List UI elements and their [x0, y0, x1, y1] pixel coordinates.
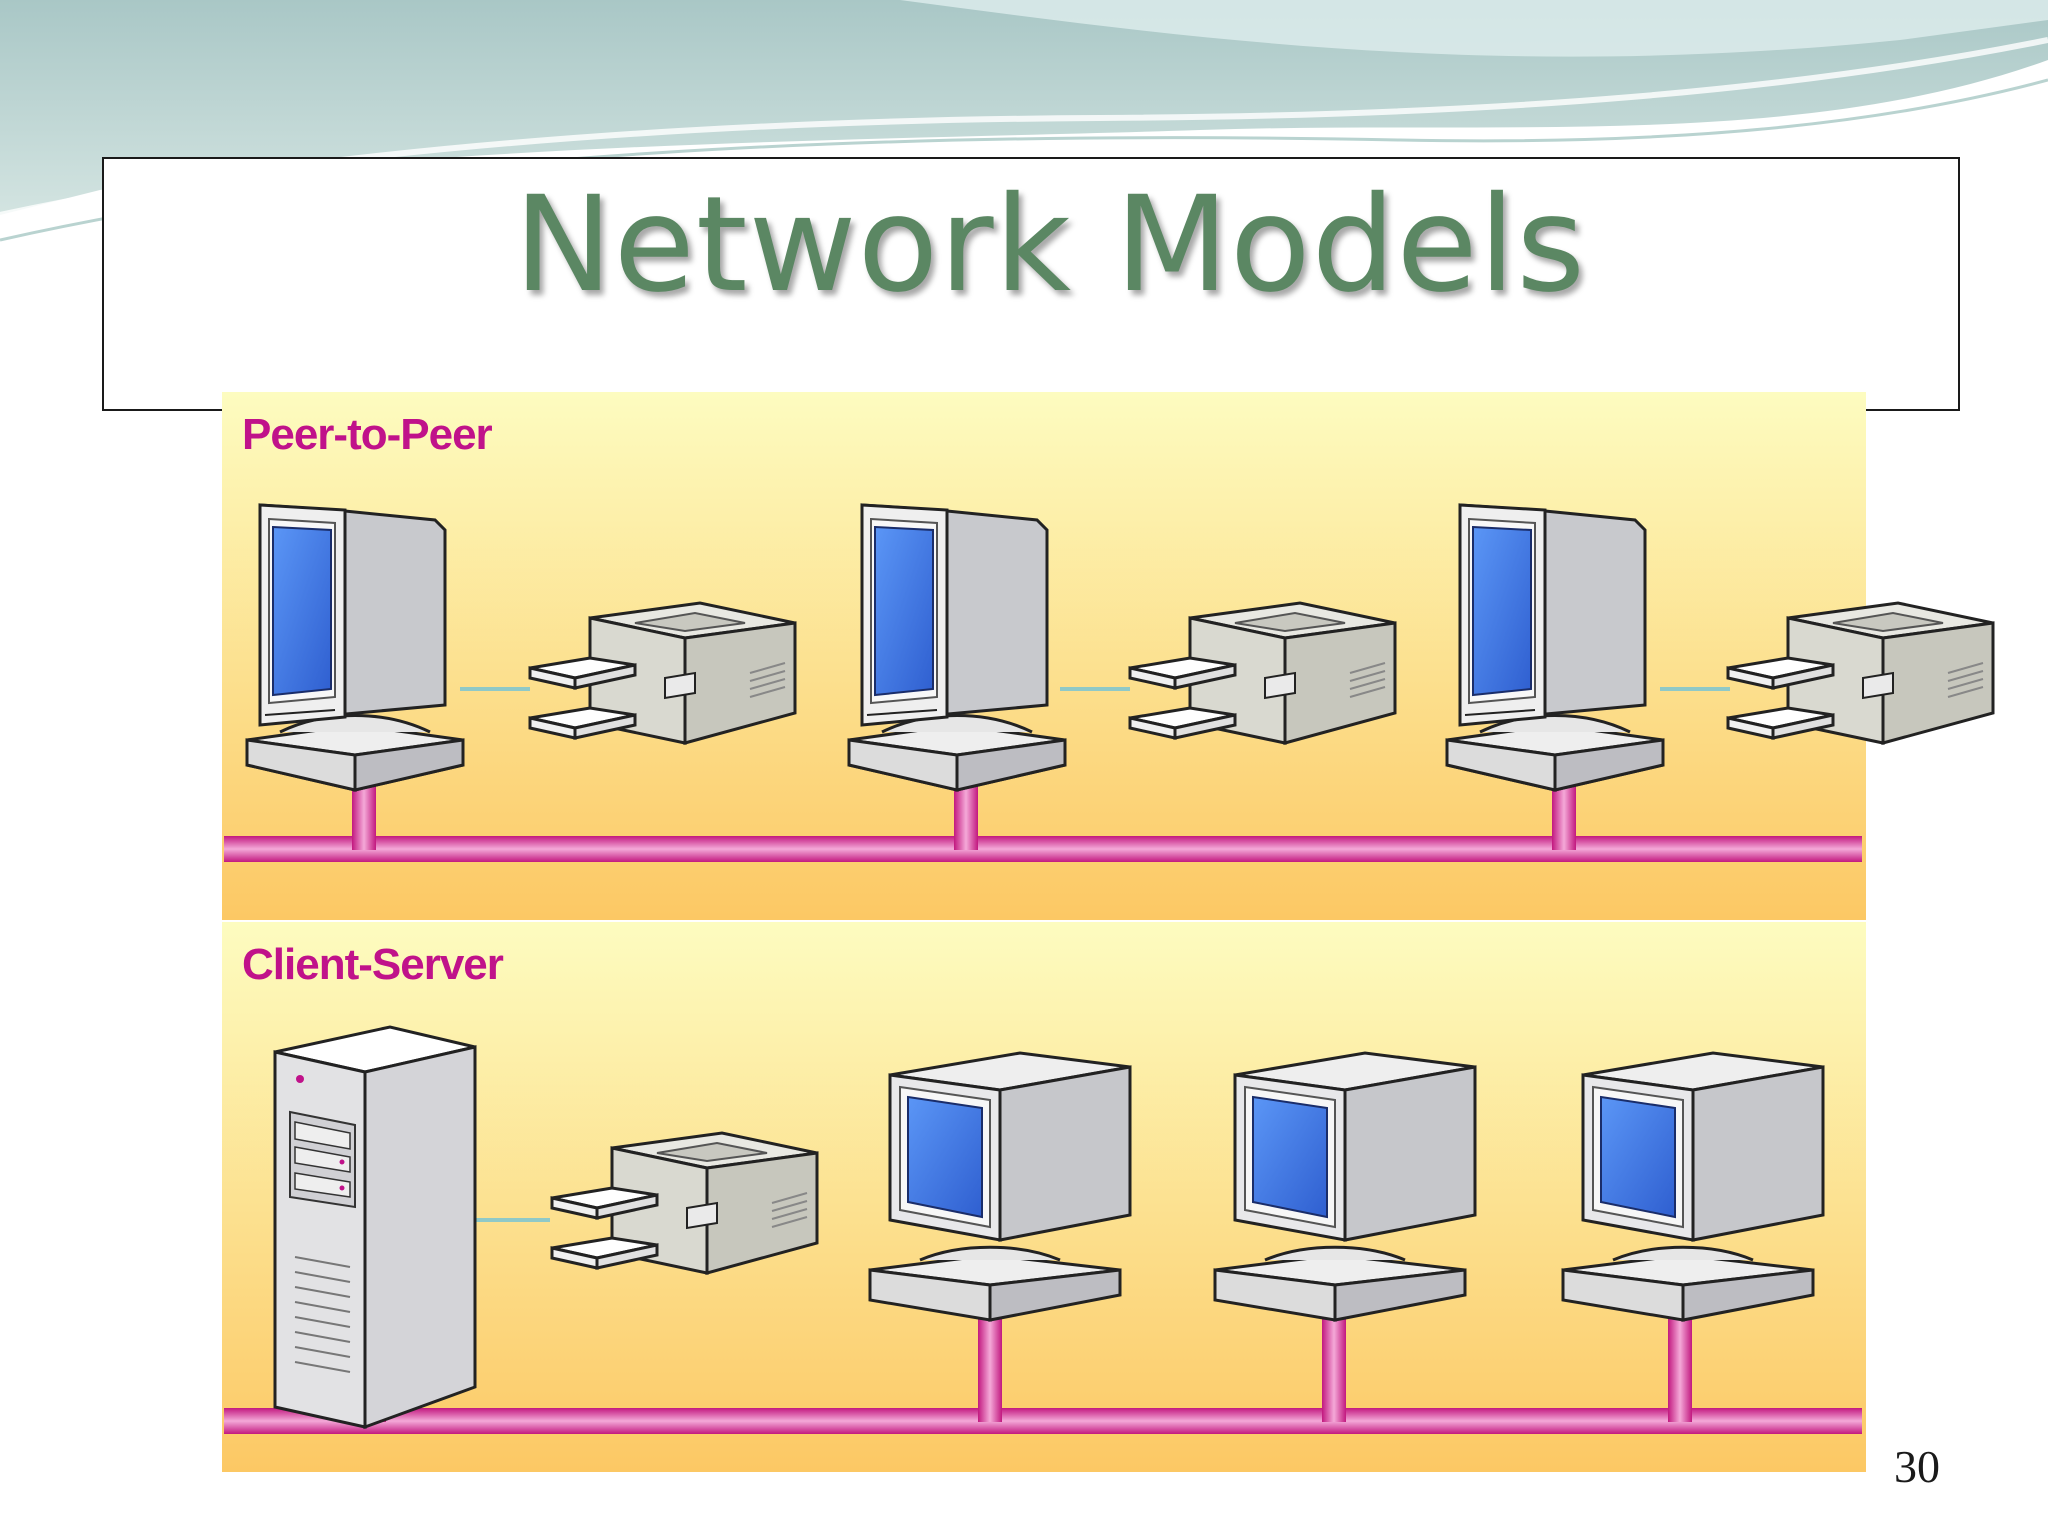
client-computer-2 [1213, 1051, 1477, 1322]
peer-computer-2 [847, 503, 1067, 792]
client-server-bus [224, 1408, 1862, 1434]
title-box [102, 157, 1960, 411]
peer-computer-1 [245, 503, 465, 792]
peer-to-peer-bus [224, 836, 1862, 862]
slide-title: Network Models [513, 168, 1587, 322]
peer-computer-3 [1445, 503, 1665, 792]
client-computer-3 [1561, 1051, 1825, 1322]
peer-to-peer-label: Peer-to-Peer [242, 410, 493, 459]
client-server-label: Client-Server [242, 940, 504, 989]
client-computer-1 [868, 1051, 1132, 1322]
slide-number: 30 [1894, 1441, 1940, 1492]
server-tower [273, 1025, 477, 1429]
